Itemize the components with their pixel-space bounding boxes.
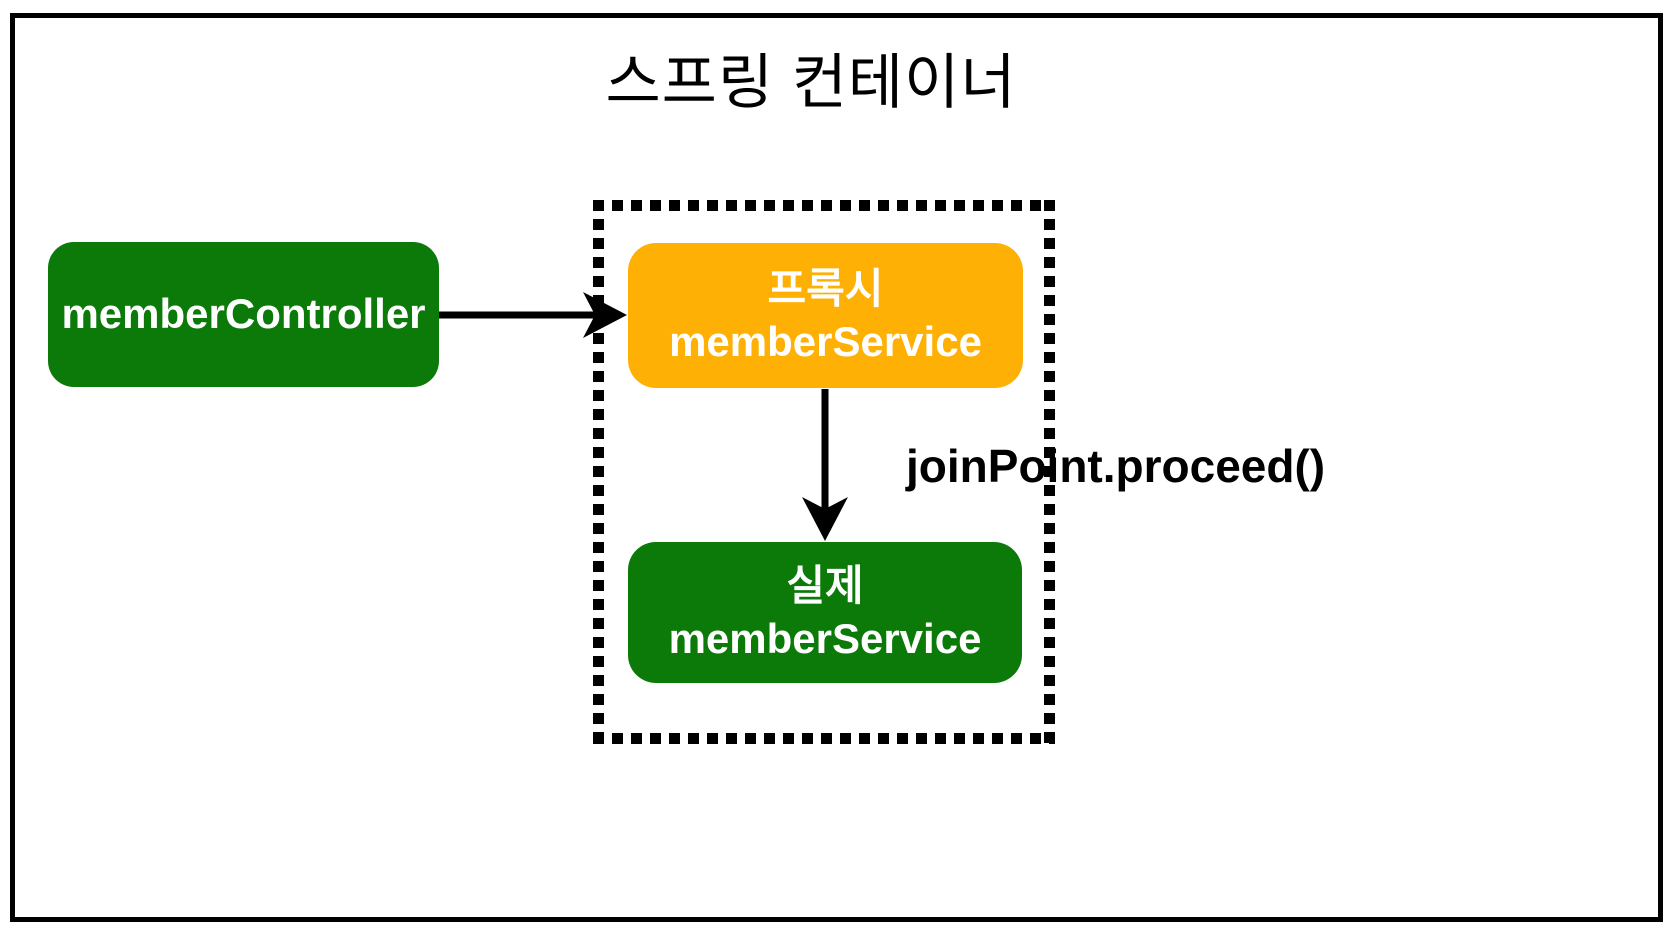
real-member-service-label-line2: memberService xyxy=(668,614,982,662)
proxy-member-service-node: 프록시 memberService xyxy=(628,243,1023,388)
spring-container-frame xyxy=(10,13,1663,922)
joinpoint-proceed-label: joinPoint.proceed() xyxy=(906,440,1326,492)
real-member-service-node: 실제 memberService xyxy=(628,542,1022,683)
proxy-member-service-label-line1: 프록시 xyxy=(767,265,884,313)
proxy-member-service-label-line2: memberService xyxy=(669,317,982,365)
member-controller-label: memberController xyxy=(61,290,426,338)
member-controller-node: memberController xyxy=(48,242,439,387)
real-member-service-label-line1: 실제 xyxy=(786,562,864,610)
diagram-title: 스프링 컨테이너 xyxy=(605,49,1017,116)
